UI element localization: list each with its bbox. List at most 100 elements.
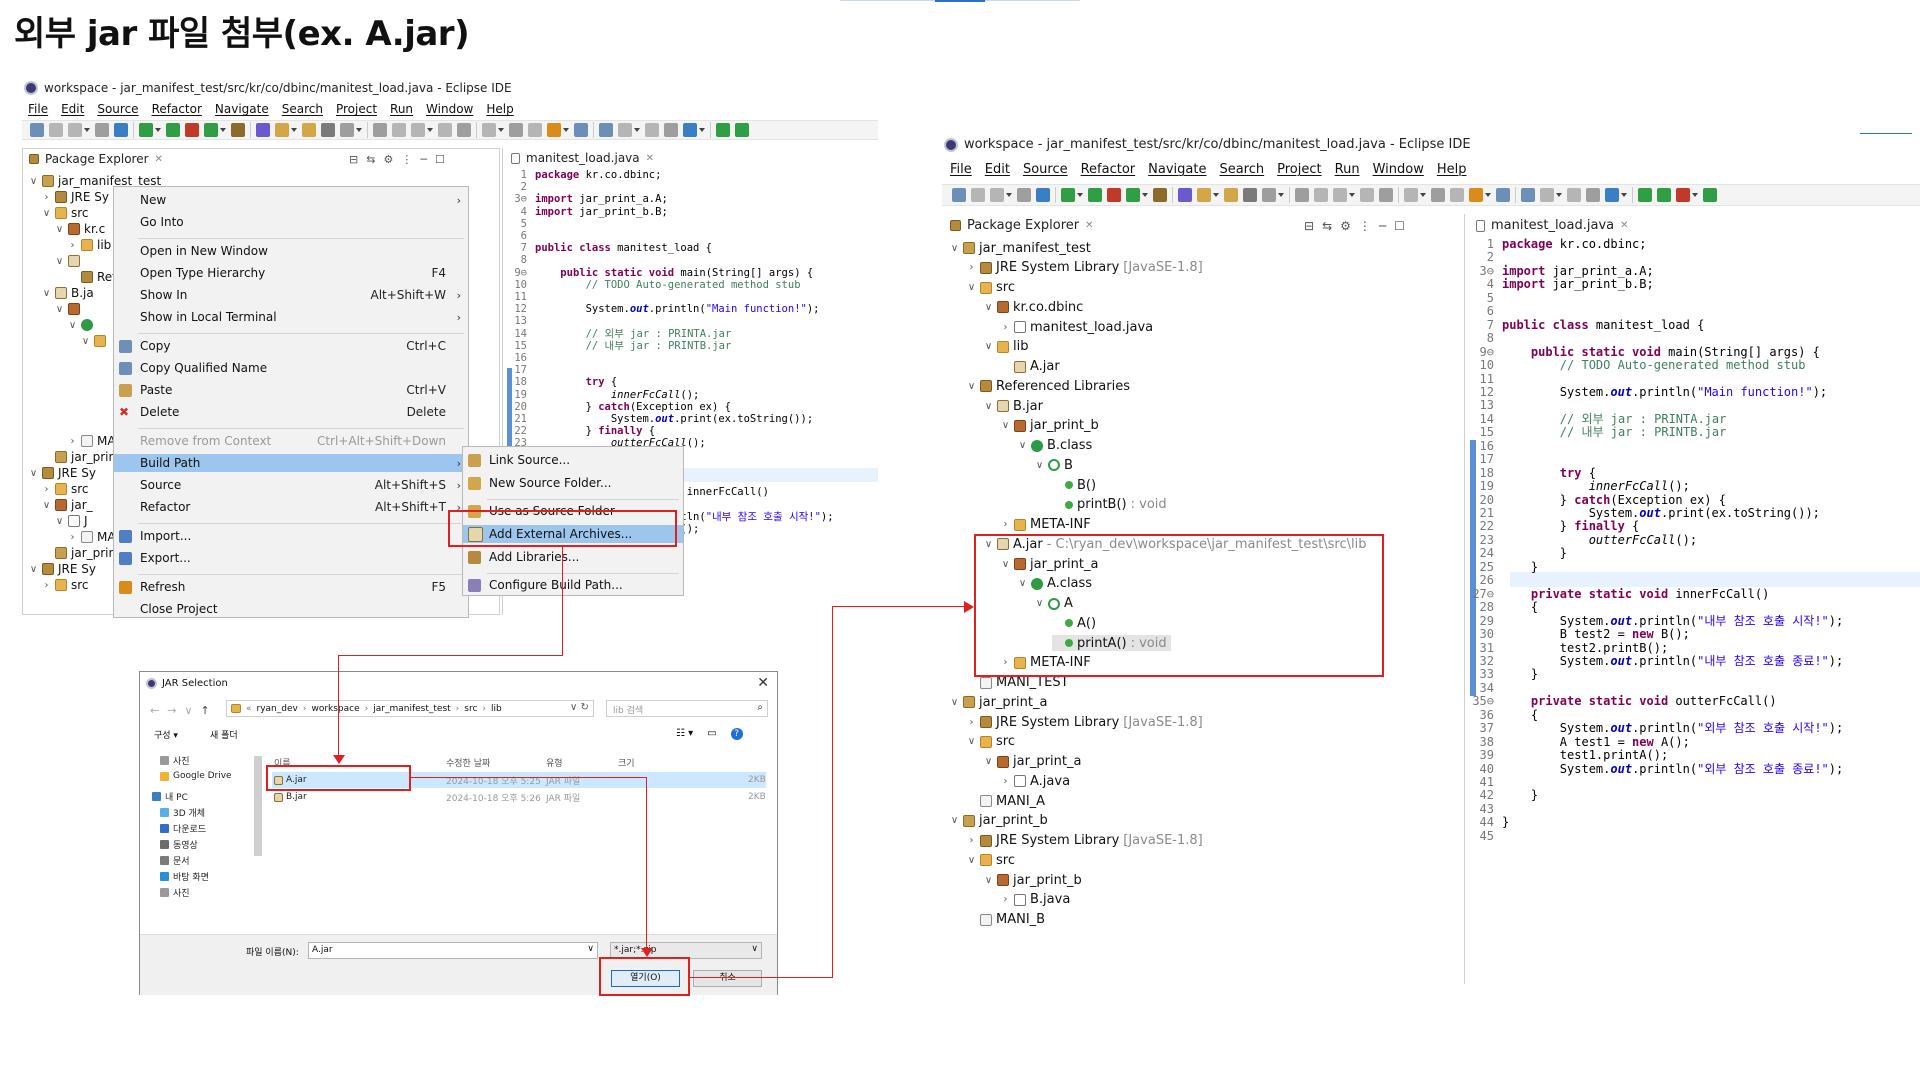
tree-item[interactable]: ∨kr.co.dbinc (984, 299, 1084, 315)
expanded-chevron-icon[interactable]: ∨ (55, 255, 64, 267)
toolbar-icon[interactable] (1431, 188, 1445, 202)
tree-item[interactable]: ∨ (55, 253, 84, 269)
column-header[interactable]: 유형 (546, 759, 563, 769)
close-icon[interactable]: ✕ (757, 675, 769, 691)
chevron-down-icon[interactable] (563, 128, 569, 132)
minimize-icon[interactable]: ─ (420, 153, 427, 166)
nav-item[interactable]: 문서 (160, 852, 190, 868)
menu-item-new[interactable]: New› (114, 191, 468, 209)
filter-icon[interactable]: ⚙ (383, 153, 394, 166)
tree-item[interactable]: A.jar (1001, 359, 1060, 375)
filter-icon[interactable]: ⚙ (1340, 219, 1351, 233)
menu-item-show-in-local-terminal[interactable]: Show in Local Terminal› (114, 308, 468, 326)
collapsed-chevron-icon[interactable]: › (1003, 321, 1008, 333)
tree-item[interactable]: ∨ (81, 333, 110, 349)
expanded-chevron-icon[interactable]: ∨ (967, 282, 976, 293)
tree-item[interactable]: ›B.java (1001, 892, 1071, 908)
toolbar-icon[interactable] (302, 123, 316, 137)
expanded-chevron-icon[interactable]: ∨ (42, 207, 51, 219)
collapse-all-icon[interactable]: ⊟ (349, 153, 359, 166)
toolbar-icon[interactable] (990, 188, 1004, 202)
toolbar-icon[interactable] (114, 123, 128, 137)
toolbar-icon[interactable] (1379, 188, 1393, 202)
tree-item[interactable]: ›META-INF (1001, 655, 1091, 671)
toolbar-icon[interactable] (1088, 188, 1102, 202)
toolbar-icon[interactable] (1178, 188, 1192, 202)
tree-item[interactable]: MANI_TEST (967, 675, 1069, 691)
view-toggle-icon[interactable]: ☷ ▾ (676, 728, 694, 739)
chevron-down-icon[interactable] (1278, 193, 1284, 197)
tree-item[interactable]: ›JRE Sy (42, 189, 110, 205)
tree-item[interactable]: ∨J (55, 513, 88, 529)
maximize-icon[interactable]: ☐ (1394, 219, 1405, 233)
toolbar-icon[interactable] (340, 123, 354, 137)
toolbar-icon[interactable] (1017, 188, 1031, 202)
chevron-down-icon[interactable] (498, 128, 504, 132)
expanded-chevron-icon[interactable]: ∨ (1035, 598, 1044, 609)
toolbar-icon[interactable] (683, 123, 697, 137)
expanded-chevron-icon[interactable]: ∨ (967, 736, 976, 748)
tree-item[interactable]: jar_print_ (42, 545, 127, 561)
chevron-down-icon[interactable] (1142, 193, 1148, 197)
expanded-chevron-icon[interactable]: ∨ (1035, 459, 1044, 471)
expanded-chevron-icon[interactable]: ∨ (950, 242, 959, 254)
tree-item[interactable]: ›src (42, 481, 89, 497)
nav-item[interactable]: 3D 개체 (160, 804, 205, 820)
expanded-chevron-icon[interactable]: ∨ (29, 175, 38, 187)
menu-search[interactable]: Search (1219, 162, 1265, 177)
menu-refactor[interactable]: Refactor (1080, 162, 1136, 177)
cancel-button[interactable]: 취소 (693, 970, 762, 987)
menu-item-copy-qualified-name[interactable]: Copy Qualified Name (114, 359, 468, 377)
tree-item[interactable]: ∨jar_manifest_test (29, 173, 161, 189)
tree-item[interactable]: ›JRE System Library[JavaSE-1.8] (967, 260, 1203, 276)
tree-item[interactable]: ∨jar_ (42, 497, 93, 513)
nav-item[interactable]: Google Drive (160, 768, 232, 784)
breadcrumb-item[interactable]: ryan_dev (256, 703, 298, 714)
tree-item[interactable]: ∨JRE Sy (29, 561, 96, 577)
tree-item[interactable]: ∨lib (984, 339, 1029, 355)
tree-item[interactable]: printB(): void (1052, 497, 1167, 513)
chevron-down-icon[interactable] (1077, 193, 1083, 197)
tree-item[interactable]: ∨kr.c (55, 221, 105, 237)
link-editor-icon[interactable]: ⇆ (366, 153, 376, 166)
column-header[interactable]: 이름 (274, 759, 291, 769)
expanded-chevron-icon[interactable]: ∨ (984, 301, 993, 313)
expanded-chevron-icon[interactable]: ∨ (42, 499, 51, 511)
tree-item[interactable]: ›JRE System Library[JavaSE-1.8] (967, 714, 1203, 730)
organize-button[interactable]: 구성 ▾ (154, 731, 178, 741)
toolbar-icon[interactable] (95, 123, 109, 137)
toolbar-icon[interactable] (49, 123, 63, 137)
expanded-chevron-icon[interactable]: ∨ (984, 400, 993, 412)
tree-item[interactable]: ›A.java (1001, 773, 1071, 789)
filename-input[interactable]: A.jar ∨ (308, 942, 598, 959)
expanded-chevron-icon[interactable]: ∨ (1001, 558, 1010, 570)
tree-item[interactable]: jar_print_ (42, 449, 127, 465)
chevron-down-icon[interactable] (699, 128, 705, 132)
toolbar-icon[interactable] (139, 123, 153, 137)
chevron-down-icon[interactable] (1485, 193, 1491, 197)
expanded-chevron-icon[interactable]: ∨ (967, 380, 976, 392)
toolbar-icon[interactable] (1703, 188, 1717, 202)
tree-item[interactable]: ∨src (967, 852, 1015, 868)
toolbar-icon[interactable] (664, 123, 678, 137)
menu-item-add-external-archives[interactable]: Add External Archives... (463, 525, 683, 543)
tree-item[interactable]: MANI_B (967, 912, 1045, 928)
tree-item[interactable]: ›JRE System Library[JavaSE-1.8] (967, 833, 1203, 849)
toolbar-icon[interactable] (231, 123, 245, 137)
tree-item[interactable]: ›lib (68, 237, 112, 253)
chevron-down-icon[interactable] (1006, 193, 1012, 197)
toolbar-icon[interactable] (68, 123, 82, 137)
expanded-chevron-icon[interactable]: ∨ (950, 815, 959, 827)
help-icon[interactable]: ? (730, 728, 743, 740)
address-dropdown-icon[interactable]: ∨ ↻ (570, 702, 589, 713)
menu-item-open-in-new-window[interactable]: Open in New Window (114, 242, 468, 260)
toolbar-icon[interactable] (275, 123, 289, 137)
menu-item-build-path[interactable]: Build Path› (114, 454, 468, 472)
tree-item[interactable]: ∨B (1035, 457, 1073, 473)
expanded-chevron-icon[interactable]: ∨ (55, 303, 64, 315)
menu-run[interactable]: Run (390, 102, 414, 116)
menu-project[interactable]: Project (335, 102, 378, 116)
